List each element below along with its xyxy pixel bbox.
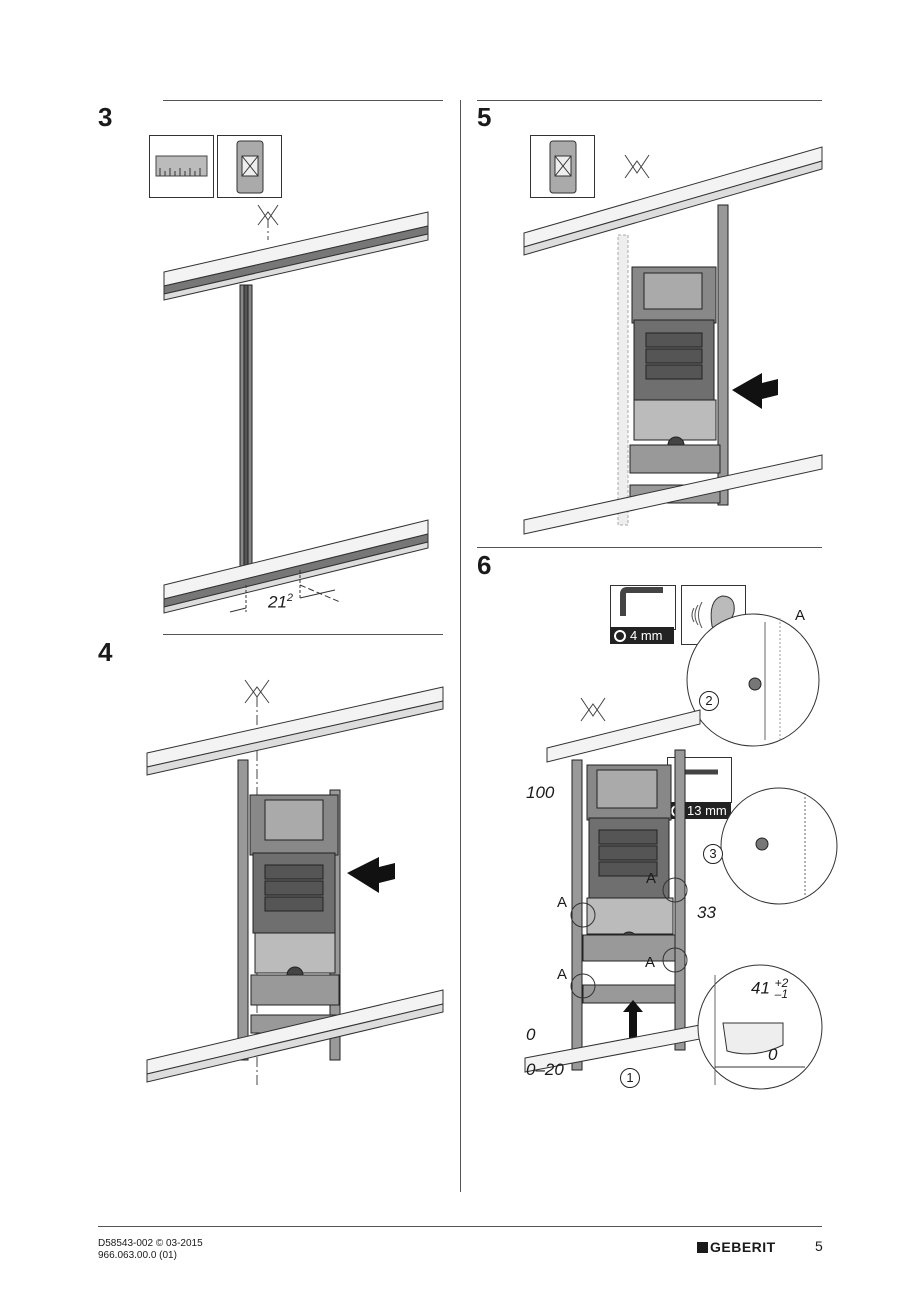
spirit-level-icon (217, 135, 282, 198)
wrench-size: 13 mm (687, 803, 727, 818)
dim-41-minus: –1 (774, 987, 789, 1001)
dim-0-20: 0–20 (526, 1060, 564, 1079)
label-a-2: A (557, 894, 568, 911)
dim-33: 33 (697, 903, 716, 922)
step-3-number: 3 (98, 102, 113, 132)
hex-key-size-tag: 4 mm (610, 627, 674, 644)
geberit-logo: GEBERIT (697, 1239, 776, 1255)
label-a-1: A (646, 870, 657, 887)
footer-doc-code: D58543-002 © 03-2015 (98, 1238, 203, 1249)
label-a-4: A (557, 966, 568, 983)
dim-100: 100 (526, 783, 555, 802)
detail-circle-middle (720, 787, 838, 905)
callout-3: 3 (703, 844, 723, 864)
arrow-left-icon-step-5 (732, 373, 778, 409)
rule-step-6 (477, 547, 822, 548)
step-6-illustration (524, 697, 701, 1073)
step-3-dimension-main: 21 (268, 592, 287, 612)
step-3-illustration (163, 204, 429, 614)
dim-41-tolerance: +2 –1 (774, 976, 789, 1001)
step-6-number: 6 (477, 550, 492, 580)
callout-1: 1 (620, 1068, 640, 1088)
callout-3-text: 3 (709, 846, 717, 861)
top-rule-right (477, 100, 822, 101)
label-a-3: A (645, 954, 656, 971)
column-divider (460, 100, 461, 1192)
detail-circle-top (686, 613, 820, 747)
callout-1-text: 1 (626, 1070, 634, 1085)
footer-article-no: 966.063.00.0 (01) (98, 1250, 177, 1261)
callout-2: 2 (699, 691, 719, 711)
ruler-icon (149, 135, 214, 198)
detail-circle-bottom (697, 964, 823, 1090)
logo-square-icon (697, 1241, 708, 1253)
dim-0-left: 0 (526, 1025, 536, 1044)
step-3-dimension: 212 (268, 592, 293, 613)
rule-step-4 (163, 634, 443, 635)
label-a-top: A (795, 607, 806, 624)
dim-41: 41 +2 –1 (751, 976, 789, 1001)
spirit-level-icon-step-5 (530, 135, 595, 198)
arrow-up-icon (623, 1000, 643, 1040)
step-3-dimension-sup: 2 (286, 592, 294, 604)
page-number: 5 (815, 1238, 823, 1254)
dim-0-right: 0 (768, 1045, 778, 1064)
callout-2-text: 2 (705, 693, 713, 708)
footer-rule (98, 1226, 822, 1227)
brand-name: GEBERIT (710, 1239, 776, 1255)
hex-key-size: 4 mm (630, 628, 663, 643)
step-5-illustration (523, 146, 823, 535)
top-rule-left (163, 100, 443, 101)
dim-41-value: 41 (751, 978, 770, 998)
arrow-left-icon (347, 857, 395, 893)
footer-doc-info: D58543-002 © 03-2015 966.063.00.0 (01) (98, 1238, 203, 1262)
step-5-number: 5 (477, 102, 492, 132)
step-4-number: 4 (98, 637, 113, 667)
socket-ring-icon (614, 629, 626, 642)
dim-41-plus: +2 (774, 976, 789, 990)
hex-key-icon (610, 585, 676, 630)
step-4-illustration (146, 679, 444, 1085)
